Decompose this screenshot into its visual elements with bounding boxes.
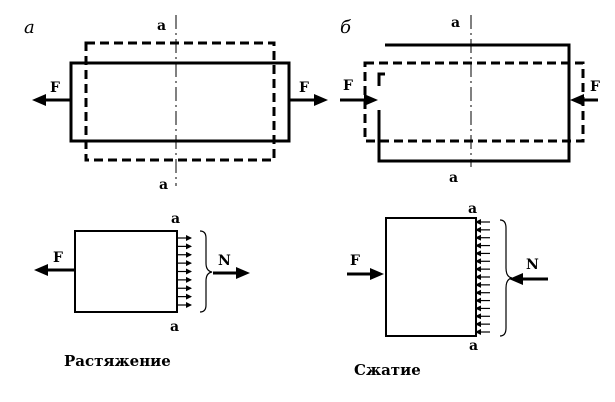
panel-a-section-bottom: а	[159, 177, 168, 193]
compression-force-label: F	[350, 253, 360, 269]
panel-a-force-right-label: F	[299, 80, 309, 96]
panel-a-original-bar	[69, 61, 291, 143]
compression-internal-force-label: N	[526, 257, 539, 273]
compression-stress-arrows	[475, 219, 490, 335]
panel-a-label: а	[24, 17, 35, 38]
panel-b-deformed-bar	[363, 61, 585, 143]
panel-a: а а а F F	[24, 15, 328, 193]
compression-section-bottom-label: а	[469, 338, 478, 354]
panel-b-section-bottom: а	[449, 170, 458, 186]
tension-internal-force-label: N	[218, 253, 231, 269]
tension-brace	[199, 230, 213, 313]
panel-a-deformed-bar	[84, 41, 276, 162]
compression-section-body	[385, 217, 477, 337]
panel-b-label: б	[340, 17, 352, 38]
tension-force-label: F	[53, 250, 63, 266]
panel-a-force-right-arrow	[289, 94, 328, 106]
tension-internal-force-arrow	[213, 267, 250, 279]
tension-section-body	[74, 230, 178, 313]
panel-b-force-left-arrow	[340, 94, 378, 106]
tension-section-bottom-label: а	[170, 319, 179, 335]
tension-section-top-label: а	[171, 211, 180, 227]
compression-brace	[499, 219, 513, 337]
panel-a-section-top: а	[157, 18, 166, 34]
panel-b-force-right-arrow	[570, 94, 598, 106]
tension-stress-arrows	[177, 235, 192, 308]
panel-b: б а а F F	[340, 15, 600, 186]
panel-b-section-top: а	[451, 15, 460, 31]
compression-section: а а F N Сжатие	[347, 201, 548, 379]
compression-internal-force-arrow	[509, 273, 548, 285]
compression-force-arrow	[347, 268, 384, 280]
panel-b-force-left-label: F	[343, 78, 353, 94]
panel-b-force-right-label: F	[590, 79, 600, 95]
tension-caption: Растяжение	[64, 352, 171, 370]
panel-a-force-left-label: F	[50, 80, 60, 96]
panel-b-original-bar-stub	[377, 72, 385, 86]
panel-a-force-left-arrow	[32, 94, 71, 106]
tension-section: а а F N Растяжение	[34, 211, 250, 370]
compression-caption: Сжатие	[354, 361, 421, 379]
compression-section-top-label: а	[468, 201, 477, 217]
tension-force-arrow	[34, 264, 75, 276]
panel-b-original-bar	[377, 43, 571, 163]
